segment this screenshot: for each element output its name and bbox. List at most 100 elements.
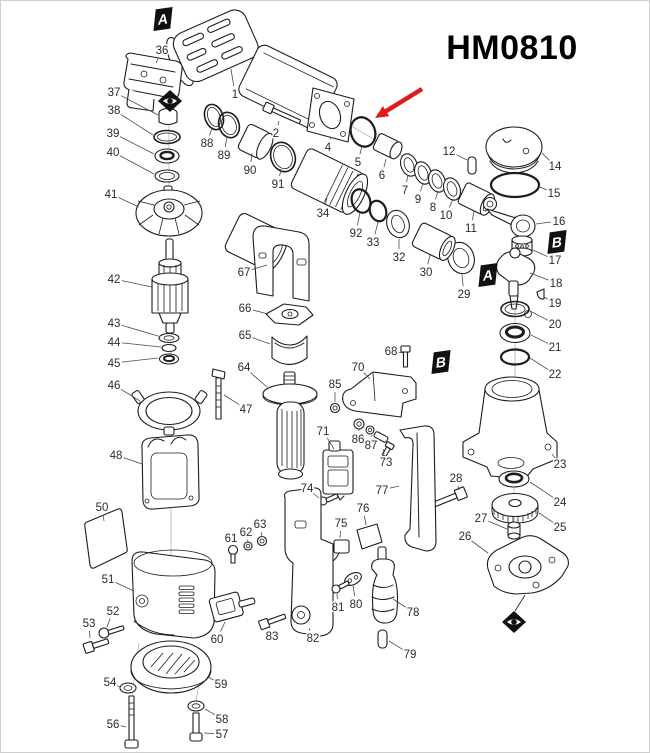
part-number-label: 28 xyxy=(450,473,463,485)
part-number-label: 50 xyxy=(96,502,109,514)
part-number-label: 79 xyxy=(404,649,417,661)
part-number-label: 47 xyxy=(240,404,253,416)
part-number-label: 23 xyxy=(554,459,567,471)
leader-line xyxy=(543,296,549,300)
part-number-label: 74 xyxy=(301,483,314,495)
part-drawing-bolt-2 xyxy=(262,101,302,125)
leader-line xyxy=(324,197,328,206)
part-number-label: 81 xyxy=(332,602,345,614)
part-number-label: 1 xyxy=(232,89,238,101)
part-number-label: 86 xyxy=(352,434,365,446)
part-number-label: 5 xyxy=(355,157,361,169)
part-number-label: 42 xyxy=(108,274,121,286)
part-number-label: 59 xyxy=(215,679,228,691)
leader-line xyxy=(363,515,367,526)
leader-line xyxy=(529,357,549,371)
leader-line xyxy=(374,221,379,235)
part-number-label: 38 xyxy=(108,105,121,117)
leader-line xyxy=(223,394,240,406)
page-title: HM0810 xyxy=(446,29,578,67)
leader-line xyxy=(252,337,271,345)
svg-text:A: A xyxy=(157,11,169,29)
leader-line xyxy=(532,249,548,258)
leader-line xyxy=(471,210,475,221)
view-marker-A: A xyxy=(478,263,498,287)
part-number-label: 29 xyxy=(458,289,471,301)
part-number-label: 57 xyxy=(216,729,229,741)
leader-line xyxy=(116,685,121,688)
part-number-label: 68 xyxy=(385,346,398,358)
leader-line xyxy=(220,621,226,632)
part-number-label: 39 xyxy=(107,128,120,140)
leader-line xyxy=(277,120,280,126)
part-number-label: 34 xyxy=(317,208,330,220)
svg-text:A: A xyxy=(482,267,494,285)
part-number-label: 37 xyxy=(108,87,121,99)
leader-line xyxy=(551,453,556,459)
leader-line xyxy=(448,198,454,208)
leader-line xyxy=(530,334,549,344)
leader-line xyxy=(209,127,213,136)
part-number-label: 65 xyxy=(239,330,252,342)
part-number-label: 17 xyxy=(549,255,562,267)
leader-line xyxy=(329,136,332,140)
leader-line xyxy=(326,437,335,450)
part-drawing-ring-row xyxy=(399,153,462,201)
leader-line xyxy=(461,274,464,287)
leader-line xyxy=(538,512,554,523)
leader-line xyxy=(357,211,361,226)
part-number-label: 82 xyxy=(307,633,320,645)
part-number-label: 12 xyxy=(443,146,456,158)
part-number-label: 36 xyxy=(156,45,169,57)
leader-line xyxy=(207,676,215,681)
part-number-label: 6 xyxy=(379,170,385,182)
part-number-label: 41 xyxy=(105,189,118,201)
part-number-label: 70 xyxy=(352,362,365,374)
part-number-label: 8 xyxy=(430,202,436,214)
leader-line xyxy=(435,190,439,200)
leader-line xyxy=(457,485,460,491)
part-drawing-cylinder-34 xyxy=(290,148,369,215)
leader-line xyxy=(541,152,550,161)
labels-layer: 1245679810111214151617181920212223242526… xyxy=(81,7,568,743)
leader-line xyxy=(121,342,162,348)
part-number-label: 16 xyxy=(553,216,566,228)
part-number-label: 52 xyxy=(107,606,120,618)
leader-line xyxy=(535,221,552,225)
part-number-label: 7 xyxy=(402,185,408,197)
leader-line xyxy=(204,708,216,716)
part-number-label: 66 xyxy=(239,303,252,315)
part-number-label: 32 xyxy=(393,252,406,264)
part-number-label: 30 xyxy=(420,267,433,279)
part-number-label: 76 xyxy=(357,503,370,515)
part-number-label: 2 xyxy=(273,128,279,140)
leader-line xyxy=(383,158,387,168)
view-marker-B: B xyxy=(547,230,567,254)
leader-line xyxy=(308,627,311,631)
svg-text:B: B xyxy=(551,234,563,252)
part-number-label: 67 xyxy=(238,267,251,279)
leader-line xyxy=(120,725,127,728)
leader-line xyxy=(120,113,154,136)
part-number-label: 60 xyxy=(211,634,224,646)
part-number-label: 18 xyxy=(550,278,563,290)
part-number-label: 80 xyxy=(350,599,363,611)
part-number-label: 20 xyxy=(549,319,562,331)
part-number-label: 14 xyxy=(549,161,562,173)
leader-line xyxy=(106,618,111,628)
part-number-label: 9 xyxy=(415,194,421,206)
diamond-eye-symbol xyxy=(502,611,526,633)
part-number-label: 75 xyxy=(335,518,348,530)
part-number-label: 24 xyxy=(554,497,567,509)
leader-line xyxy=(427,254,431,265)
part-number-label: 27 xyxy=(475,513,488,525)
part-number-label: 15 xyxy=(548,188,561,200)
leader-line xyxy=(382,448,385,455)
leader-line xyxy=(102,514,105,522)
leader-line xyxy=(389,485,400,489)
leader-line xyxy=(252,309,269,315)
leader-line xyxy=(268,623,271,629)
annotation-arrow-shaft xyxy=(383,87,424,115)
